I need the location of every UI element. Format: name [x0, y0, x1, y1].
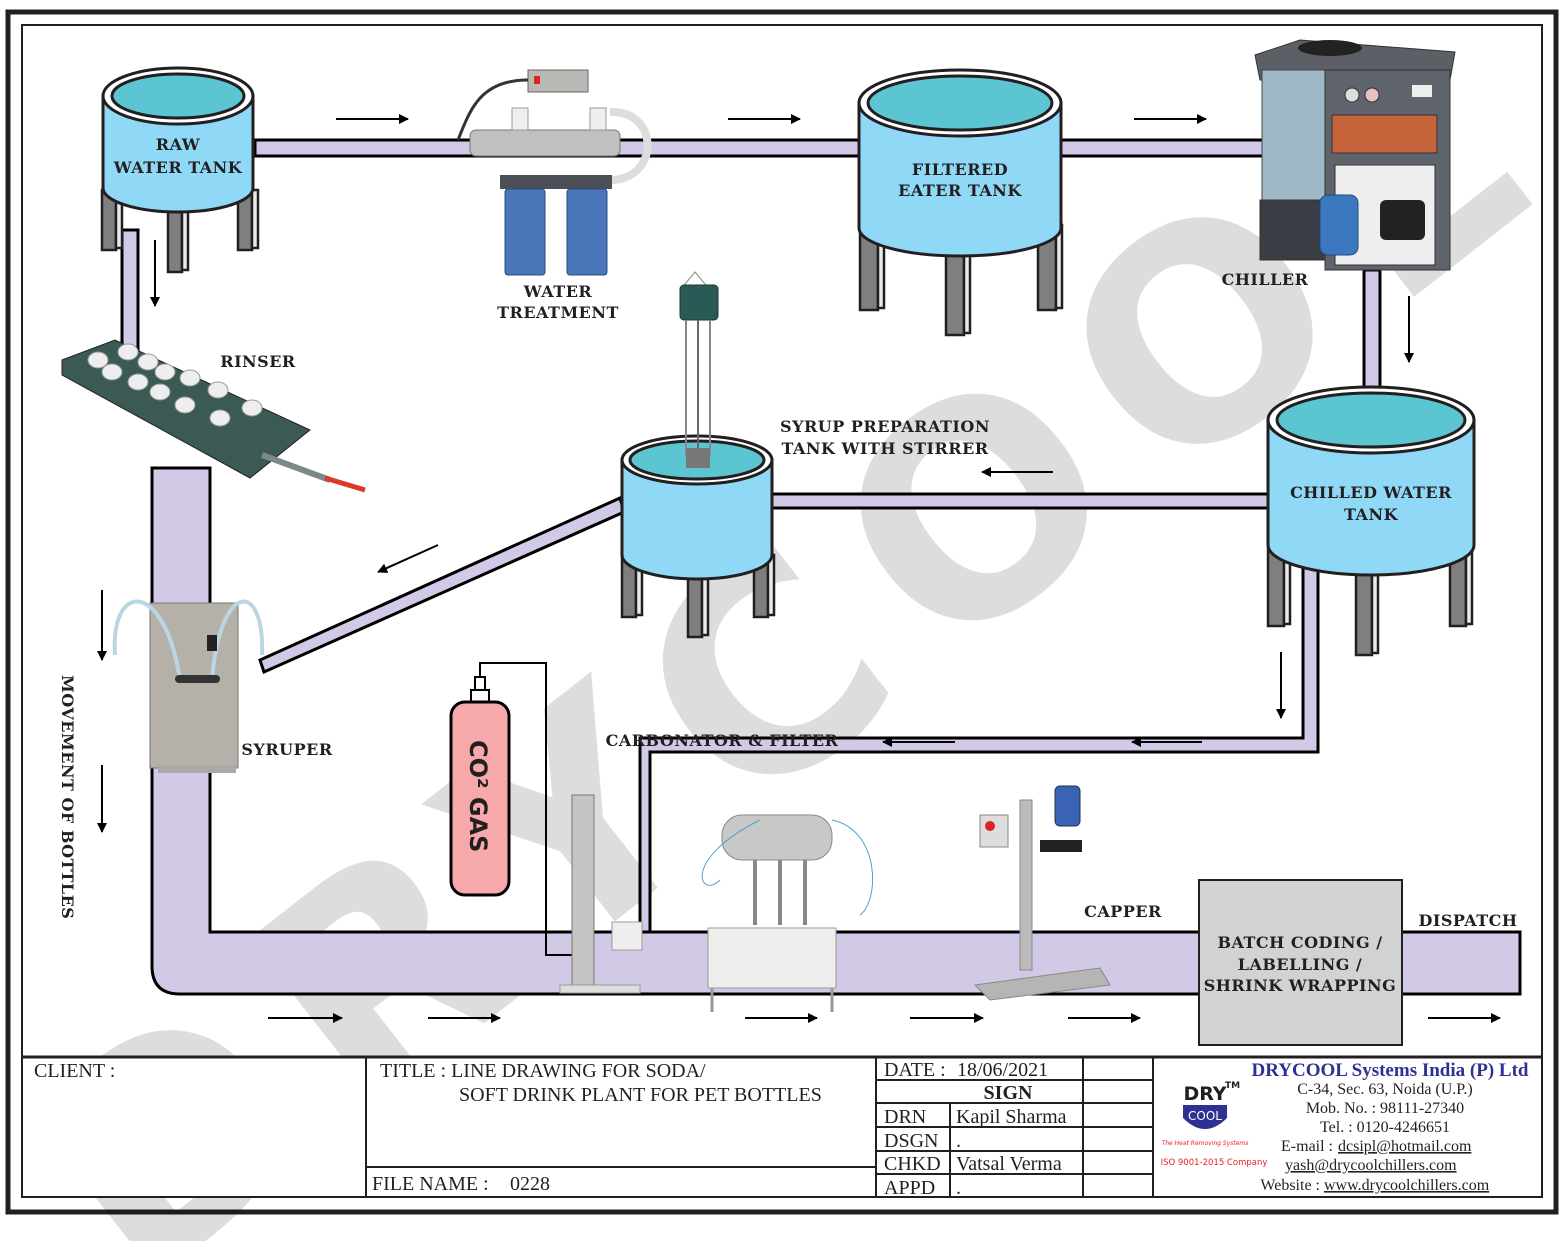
filter-cartridge-1	[504, 188, 546, 276]
filler-unit[interactable]	[701, 814, 874, 1012]
title-line-1: TITLE : LINE DRAWING FOR SODA/	[380, 1060, 706, 1082]
syruper-label: SYRUPER	[241, 740, 332, 759]
batch-label-2: LABELLING /	[1238, 955, 1363, 974]
chilled-water-tank[interactable]: CHILLED WATER TANK	[1266, 385, 1476, 657]
sign-role: CHKD	[884, 1153, 941, 1175]
sign-name: Vatsal Verma	[956, 1153, 1062, 1175]
raw-water-tank-label-1: RAW	[156, 135, 201, 154]
pipes	[120, 138, 1522, 996]
conveyor-dispatch	[1398, 930, 1522, 996]
chilled-tank-label-1: CHILLED WATER	[1290, 483, 1452, 502]
filler-base	[707, 927, 837, 989]
co2-label: CO² GAS	[464, 740, 492, 852]
fan-icon	[1298, 40, 1362, 56]
chiller-label: CHILLER	[1222, 270, 1309, 289]
company-tel: Tel. : 0120-4246651	[1320, 1119, 1450, 1136]
rinser-label: RINSER	[220, 352, 296, 371]
sign-role: APPD	[884, 1177, 935, 1199]
website-link[interactable]: www.drycoolchillers.com	[1324, 1177, 1490, 1194]
raw-water-tank[interactable]: RAW WATER TANK	[100, 66, 260, 274]
dispatch-label: DISPATCH	[1418, 911, 1517, 930]
company-mobile: Mob. No. : 98111-27340	[1306, 1100, 1464, 1117]
email-link-2[interactable]: yash@drycoolchillers.com	[1285, 1157, 1457, 1174]
capper-base	[973, 967, 1111, 1001]
pipe-chilled-to-syrup	[768, 492, 1272, 510]
company-address: C-34, Sec. 63, Noida (U.P.)	[1297, 1081, 1473, 1098]
sign-role: DSGN	[884, 1130, 938, 1152]
logo-tagline: The Heat Removing Systems	[1162, 1140, 1249, 1147]
chiller-unit[interactable]: CHILLER	[1222, 39, 1456, 289]
control-panel	[1331, 114, 1438, 154]
date-label: DATE :	[884, 1059, 946, 1081]
co2-cylinder[interactable]: CO² GAS	[449, 662, 578, 956]
file-name-label: FILE NAME :	[372, 1173, 489, 1195]
syrup-preparation-tank[interactable]: SYRUP PREPARATION TANK WITH STIRRER	[620, 271, 990, 639]
water-treatment-unit[interactable]: WATER TREATMENT	[456, 69, 652, 322]
sign-name: .	[956, 1177, 961, 1199]
sign-header: SIGN	[984, 1082, 1033, 1104]
logo-dry: DRY	[1183, 1083, 1226, 1105]
capper-unit[interactable]: CAPPER	[973, 785, 1162, 1001]
title-line-2: SOFT DRINK PLANT FOR PET BOTTLES	[459, 1084, 822, 1106]
sign-role: DRN	[884, 1106, 926, 1128]
uv-tube	[469, 129, 621, 157]
capper-label: CAPPER	[1084, 902, 1162, 921]
movement-of-bottles-label: MOVEMENT OF BOTTLES	[58, 675, 77, 919]
conveyor-main	[150, 466, 1207, 996]
filler-tank	[721, 814, 833, 861]
water-treatment-label-2: TREATMENT	[497, 303, 619, 322]
batch-label-3: SHRINK WRAPPING	[1204, 976, 1397, 995]
raw-water-tank-label-2: WATER TANK	[113, 158, 243, 177]
receiver-tank	[1319, 194, 1359, 256]
batch-label-1: BATCH CODING /	[1217, 933, 1382, 952]
sign-name: .	[956, 1130, 961, 1152]
co2-gas-line	[479, 662, 578, 956]
rinser-unit[interactable]: RINSER	[61, 339, 366, 493]
website-label: Website :	[1260, 1177, 1320, 1194]
company-logo: DRY TM COOL The Heat Removing Systems IS…	[1161, 1081, 1268, 1168]
water-treatment-label-1: WATER	[523, 282, 593, 301]
syrup-tank-label-1: SYRUP PREPARATION	[780, 417, 990, 436]
valve-handle	[324, 475, 366, 493]
outer-frame	[5, 9, 1559, 1215]
carbonator-label: CARBONATOR & FILTER	[606, 731, 839, 750]
pipe-chiller-to-chilled	[1362, 268, 1382, 402]
flow-arrows	[97, 114, 1501, 1023]
batch-coding-station[interactable]: BATCH CODING / LABELLING / SHRINK WRAPPI…	[1198, 879, 1403, 1046]
email-label: E-mail :	[1281, 1138, 1333, 1155]
filtered-water-tank[interactable]: FILTERED EATER TANK	[857, 68, 1064, 337]
title-block: CLIENT : TITLE : LINE DRAWING FOR SODA/ …	[21, 1055, 1543, 1199]
client-label: CLIENT :	[34, 1060, 115, 1082]
filtered-tank-label-1: FILTERED	[912, 160, 1008, 179]
syruper-unit[interactable]: SYRUPER	[112, 599, 333, 773]
file-name-value: 0228	[510, 1173, 550, 1195]
sign-name: Kapil Sharma	[956, 1106, 1067, 1128]
logo-tm: TM	[1225, 1081, 1240, 1091]
logo-cool: COOL	[1188, 1109, 1222, 1123]
date-value: 18/06/2021	[957, 1059, 1048, 1081]
chilled-tank-label-2: TANK	[1344, 505, 1399, 524]
filter-cartridge-2	[566, 188, 608, 276]
email-link-1[interactable]: dcsipl@hotmail.com	[1338, 1138, 1472, 1155]
iso-label: ISO 9001-2015 Company	[1161, 1158, 1268, 1168]
carbonator-unit[interactable]: CARBONATOR & FILTER	[559, 731, 839, 994]
arrow-icon	[377, 544, 439, 573]
stirrer-motor	[679, 271, 719, 468]
pipe-top	[253, 138, 1272, 158]
company-name: DRYCOOL Systems India (P) Ltd	[1252, 1060, 1529, 1081]
logo-shield	[1183, 1105, 1227, 1129]
syrup-tank-label-2: TANK WITH STIRRER	[781, 439, 988, 458]
pipe-raw-to-rinser	[120, 228, 140, 352]
carbonator-column	[571, 794, 595, 986]
filtered-tank-label-2: EATER TANK	[898, 181, 1022, 200]
